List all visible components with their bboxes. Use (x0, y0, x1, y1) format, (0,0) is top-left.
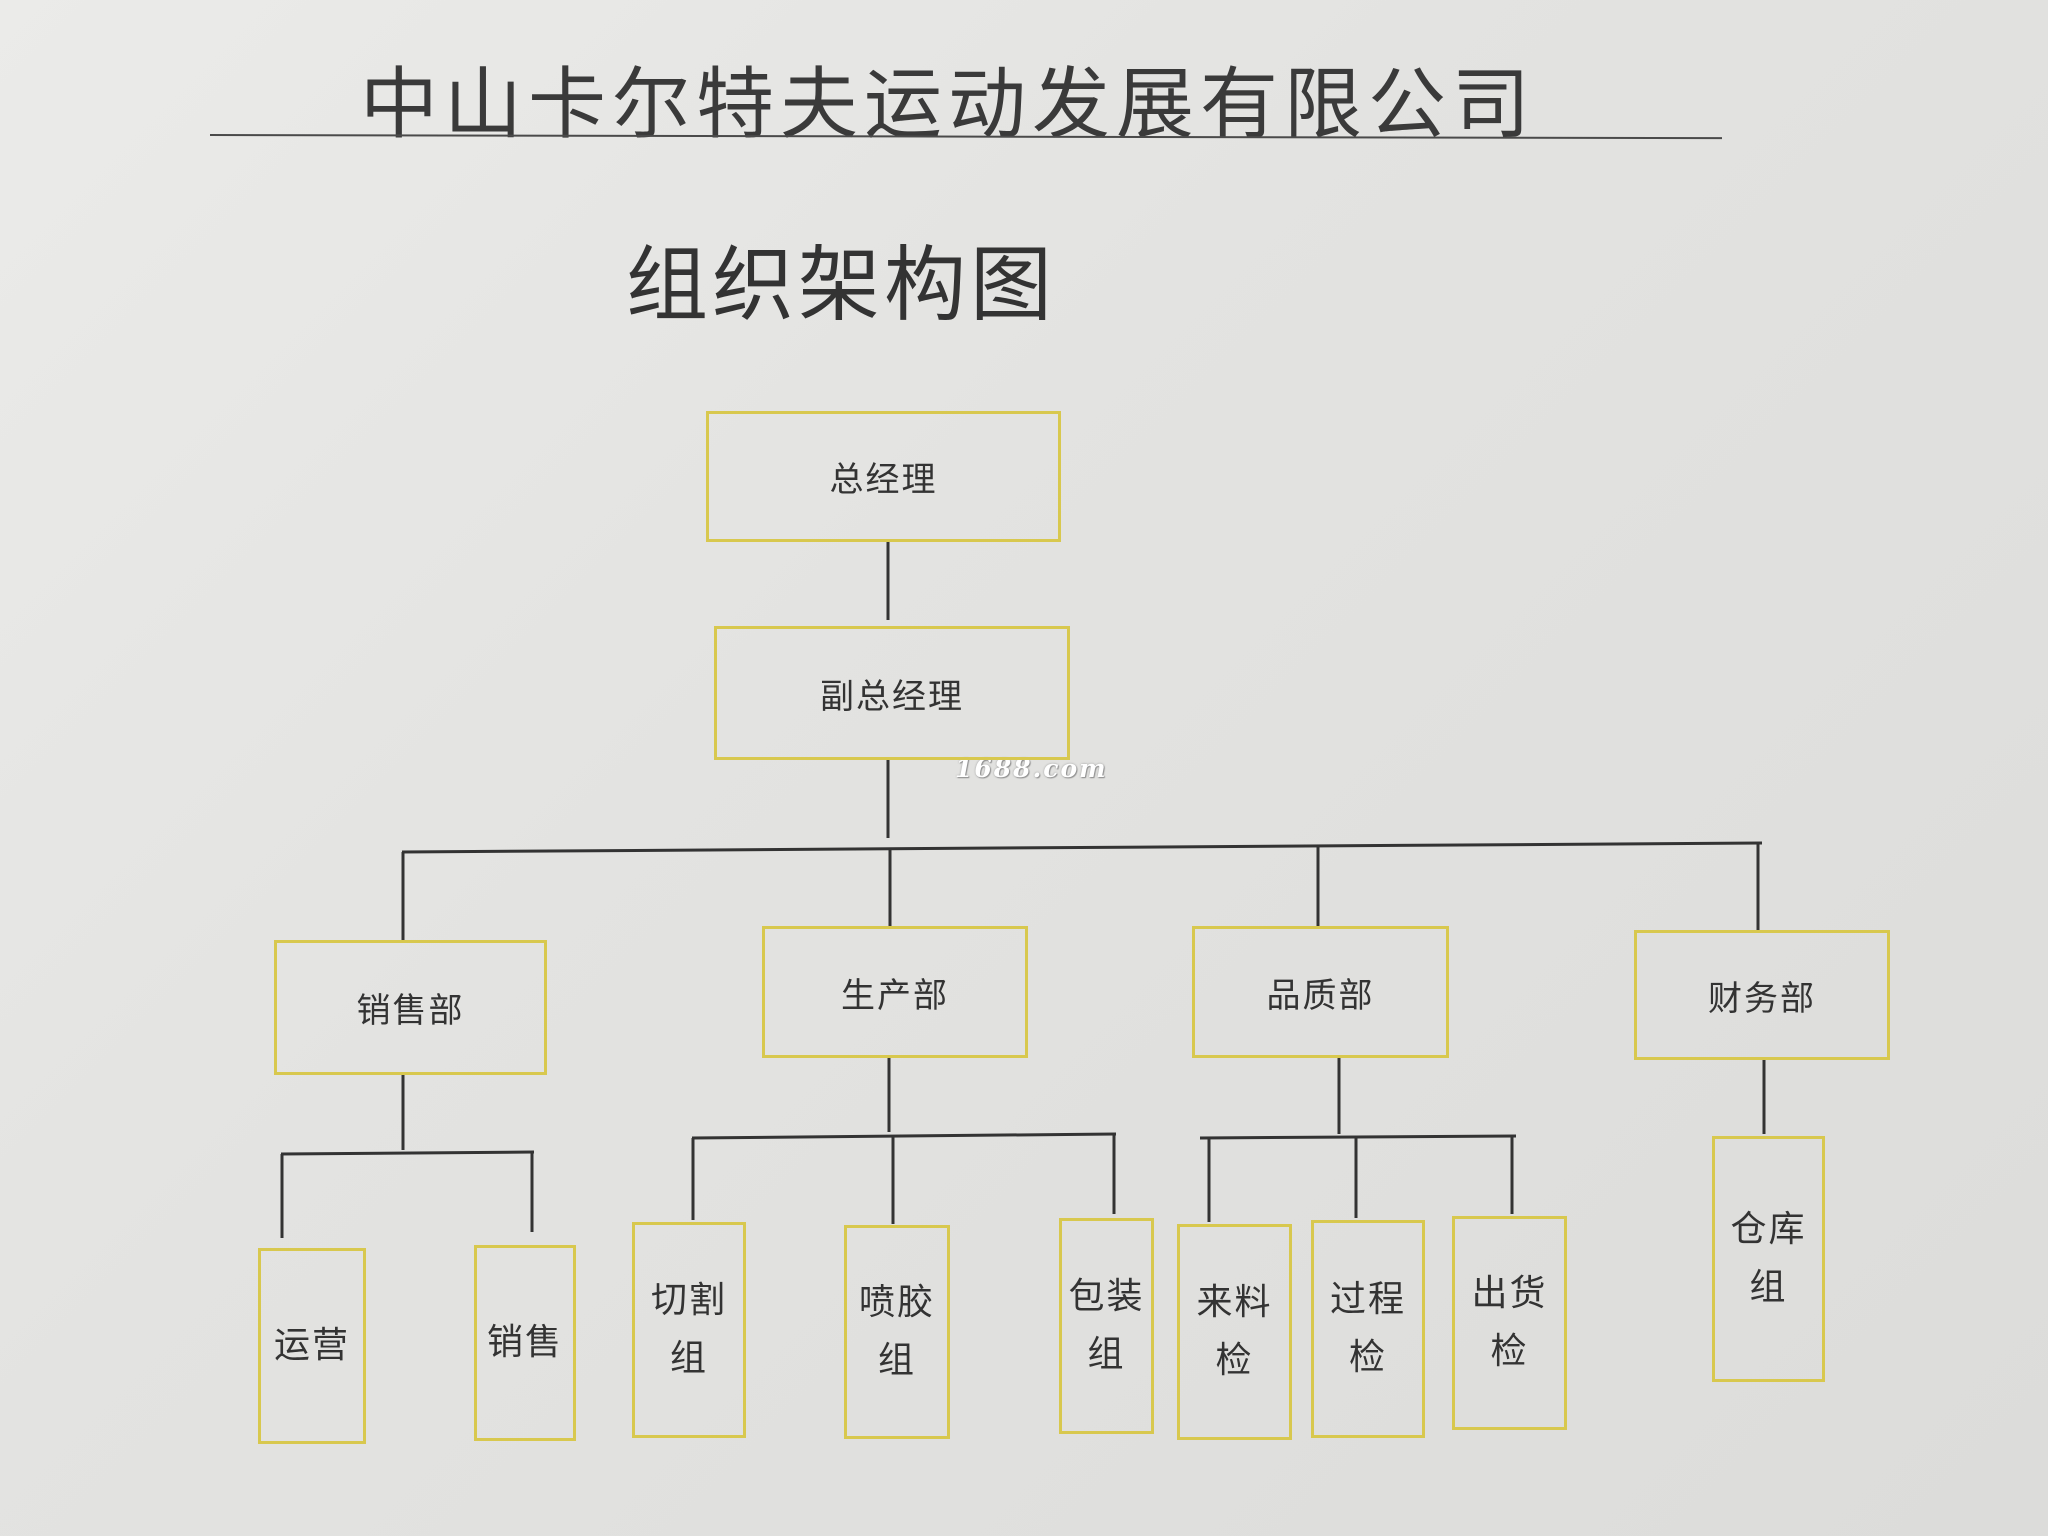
node-department-production: 生产部 (762, 926, 1028, 1058)
node-label: 包装组 (1068, 1276, 1145, 1375)
node-label: 切割组 (650, 1280, 727, 1379)
node-deputy-general-manager: 副总经理 (714, 626, 1070, 760)
node-label: 副总经理 (820, 676, 964, 717)
node-label: 生产部 (841, 975, 949, 1016)
node-label: 品质部 (1266, 975, 1375, 1016)
node-label: 销售部 (356, 991, 465, 1031)
node-general-manager: 总经理 (706, 411, 1061, 542)
connector (691, 1132, 1117, 1140)
node-group-incoming-inspection: 来料检 (1177, 1224, 1292, 1440)
node-label: 过程检 (1329, 1279, 1406, 1378)
node-label: 销售 (486, 1322, 563, 1363)
connector (1199, 1134, 1517, 1140)
node-department-sales: 销售部 (274, 940, 547, 1075)
node-group-operations: 运营 (258, 1248, 366, 1444)
node-label: 喷胶组 (858, 1282, 935, 1381)
node-group-packing: 包装组 (1059, 1218, 1154, 1434)
chart-title: 组织架构图 (626, 238, 1057, 333)
company-title: 中山卡尔特夫运动发展有限公司 (360, 60, 1537, 150)
node-label: 总经理 (829, 460, 938, 500)
node-department-quality: 品质部 (1192, 926, 1449, 1058)
node-label: 仓库组 (1730, 1209, 1807, 1308)
node-group-gluing: 喷胶组 (844, 1225, 950, 1439)
connector (401, 841, 1763, 854)
node-group-warehouse: 仓库组 (1712, 1136, 1825, 1382)
node-label: 出货检 (1471, 1273, 1548, 1372)
node-group-process-inspection: 过程检 (1311, 1220, 1425, 1438)
node-label: 来料检 (1196, 1282, 1273, 1381)
node-group-cutting: 切割组 (632, 1222, 746, 1438)
node-group-sales: 销售 (474, 1245, 576, 1441)
node-group-outgoing-inspection: 出货检 (1452, 1216, 1567, 1430)
node-label: 运营 (273, 1325, 350, 1366)
node-label: 财务部 (1708, 978, 1816, 1019)
connector (280, 1150, 535, 1156)
node-department-finance: 财务部 (1634, 930, 1890, 1060)
